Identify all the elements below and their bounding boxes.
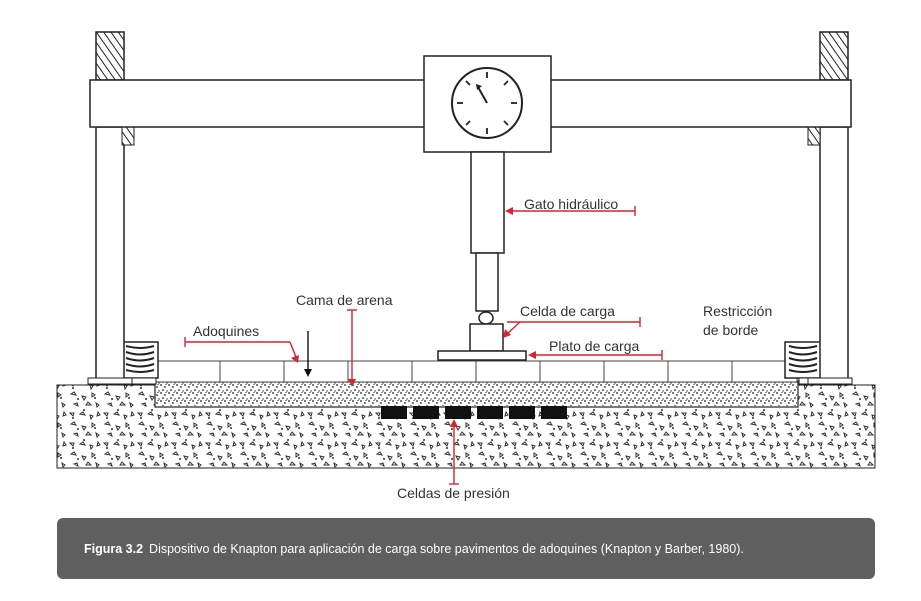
label-cama: Cama de arena bbox=[296, 292, 393, 308]
adoquines-arrow bbox=[304, 331, 312, 377]
label-adoquines: Adoquines bbox=[193, 323, 259, 339]
label-celdas-presion: Celdas de presión bbox=[397, 485, 510, 501]
figure-number: Figura 3.2 bbox=[84, 541, 144, 556]
label-plato: Plato de carga bbox=[549, 338, 639, 354]
paving-blocks bbox=[155, 360, 798, 383]
annotation-leaders bbox=[184, 206, 663, 485]
knapton-device-diagram: Gato hidráulico Cama de arena Celda de c… bbox=[56, 31, 876, 501]
sand-bed bbox=[156, 382, 797, 406]
dial-gauge bbox=[423, 55, 552, 153]
label-restriccion-2: de borde bbox=[703, 322, 758, 338]
edge-restraint-left bbox=[111, 341, 159, 385]
figure-caption-text: Dispositivo de Knapton para aplicación d… bbox=[149, 541, 744, 556]
pressure-cells bbox=[381, 406, 567, 419]
label-gato: Gato hidráulico bbox=[524, 196, 618, 212]
load-cell bbox=[469, 311, 504, 352]
figure-caption: Figura 3.2 Dispositivo de Knapton para a… bbox=[57, 518, 875, 579]
label-celda: Celda de carga bbox=[520, 303, 615, 319]
frame-right-column bbox=[807, 31, 853, 385]
hydraulic-jack bbox=[470, 151, 505, 312]
load-plate bbox=[437, 350, 527, 361]
label-restriccion-1: Restricción bbox=[703, 303, 772, 319]
frame-left-column bbox=[87, 31, 135, 385]
